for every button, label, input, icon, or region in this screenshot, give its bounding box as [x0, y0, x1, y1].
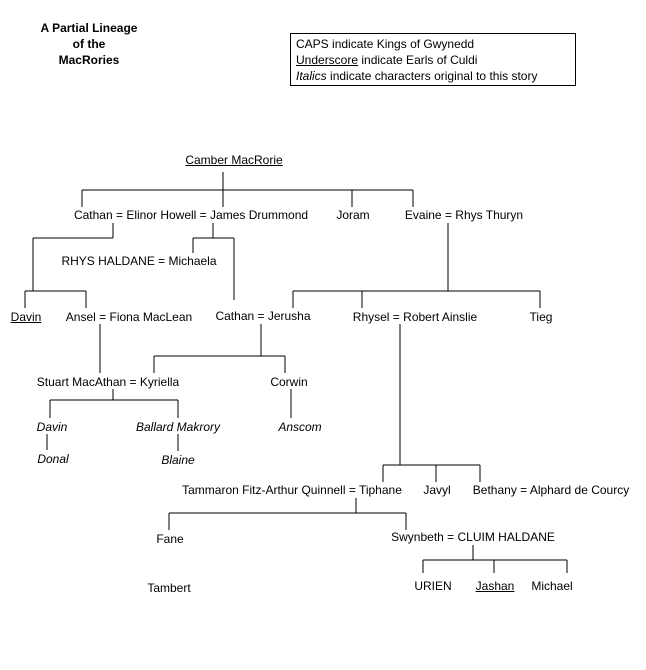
legend-italics-word: Italics	[296, 69, 327, 83]
couple-tammaron-tiphane: Tammaron Fitz-Arthur Quinnell = Tiphane	[182, 483, 402, 497]
couple-ansel-fiona: Ansel = Fiona MacLean	[65, 310, 193, 324]
legend-italics: Italics indicate characters original to …	[296, 68, 575, 84]
person-tambert: Tambert	[147, 581, 191, 595]
person-corwin: Corwin	[270, 375, 308, 389]
person-camber-macrorie: Camber MacRorie	[185, 153, 283, 167]
legend-italics-text: indicate characters original to this sto…	[326, 69, 538, 83]
legend-underscore-word: Underscore	[296, 53, 359, 67]
title-line-2: of the	[72, 37, 106, 51]
person-blaine: Blaine	[161, 453, 195, 467]
person-donal: Donal	[37, 452, 69, 466]
legend-underscore: Underscore indicate Earls of Culdi	[296, 52, 575, 68]
couple-cathan-jerusha: Cathan = Jerusha	[215, 309, 311, 323]
person-anscom: Anscom	[278, 420, 322, 434]
couple-rhysel-robert: Rhysel = Robert Ainslie	[352, 310, 478, 324]
couple-swynbeth-cluim: Swynbeth = CLUIM HALDANE	[391, 530, 555, 544]
title-line-3: MacRories	[58, 53, 120, 67]
person-jashan: Jashan	[475, 579, 515, 593]
couple-rhys-haldane-michaela: RHYS HALDANE = Michaela	[61, 254, 217, 268]
legend-caps-word: CAPS	[296, 37, 329, 51]
couple-cathan-elinor-james: Cathan = Elinor Howell = James Drummond	[73, 208, 309, 222]
person-fane: Fane	[156, 532, 184, 546]
title-line-1: A Partial Lineage	[40, 21, 138, 35]
person-davin: Davin	[36, 420, 68, 434]
couple-bethany-alphard: Bethany = Alphard de Courcy	[472, 483, 630, 497]
legend-caps: CAPS indicate Kings of Gwynedd	[296, 36, 575, 52]
person-tieg: Tieg	[529, 310, 553, 324]
person-javyl: Javyl	[423, 483, 451, 497]
person-ballard-makrory: Ballard Makrory	[135, 420, 221, 434]
person-michael: Michael	[531, 579, 573, 593]
person-urien: URIEN	[414, 579, 452, 593]
legend-box: CAPS indicate Kings of Gwynedd Underscor…	[290, 33, 576, 86]
diagram-title: A Partial Lineage of the MacRories	[24, 20, 154, 68]
couple-evaine-rhys: Evaine = Rhys Thuryn	[404, 208, 524, 222]
person-joram: Joram	[336, 208, 370, 222]
person-davin-earl: Davin	[10, 310, 42, 324]
legend-underscore-text: indicate Earls of Culdi	[358, 53, 478, 67]
legend-caps-text: indicate Kings of Gwynedd	[328, 37, 475, 51]
couple-stuart-kyriella: Stuart MacAthan = Kyriella	[36, 375, 180, 389]
